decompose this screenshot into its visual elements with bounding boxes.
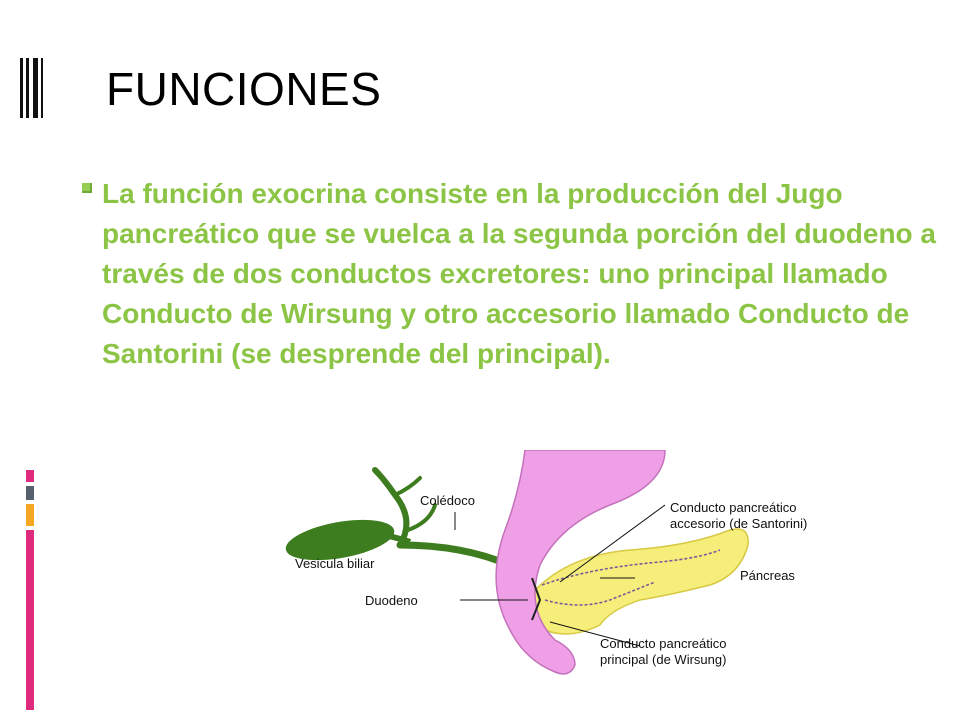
pancreas-diagram: Colédoco Vesicula biliar Duodeno Conduct… <box>270 450 920 690</box>
label-vesicula-biliar: Vesicula biliar <box>295 556 375 571</box>
bullet-text: La función exocrina consiste en la produ… <box>102 178 936 369</box>
label-wirsung-1: Conducto pancreático <box>600 636 726 651</box>
label-pancreas: Páncreas <box>740 568 795 583</box>
bullet-item: La función exocrina consiste en la produ… <box>82 174 950 374</box>
bullet-square-icon <box>82 183 92 193</box>
label-santorini-1: Conducto pancreático <box>670 500 796 515</box>
pancreas-diagram-svg: Colédoco Vesicula biliar Duodeno Conduct… <box>285 450 807 675</box>
left-accent-bar <box>26 470 34 710</box>
duodenum-shape <box>495 450 666 675</box>
label-duodeno: Duodeno <box>365 593 418 608</box>
gallbladder-shape <box>285 519 395 561</box>
label-santorini-2: accesorio (de Santorini) <box>670 516 807 531</box>
label-wirsung-2: principal (de Wirsung) <box>600 652 726 667</box>
slide-title: FUNCIONES <box>106 63 382 115</box>
pancreas-shape <box>530 528 749 635</box>
label-coledoco: Colédoco <box>420 493 475 508</box>
decorative-bars <box>20 58 44 118</box>
